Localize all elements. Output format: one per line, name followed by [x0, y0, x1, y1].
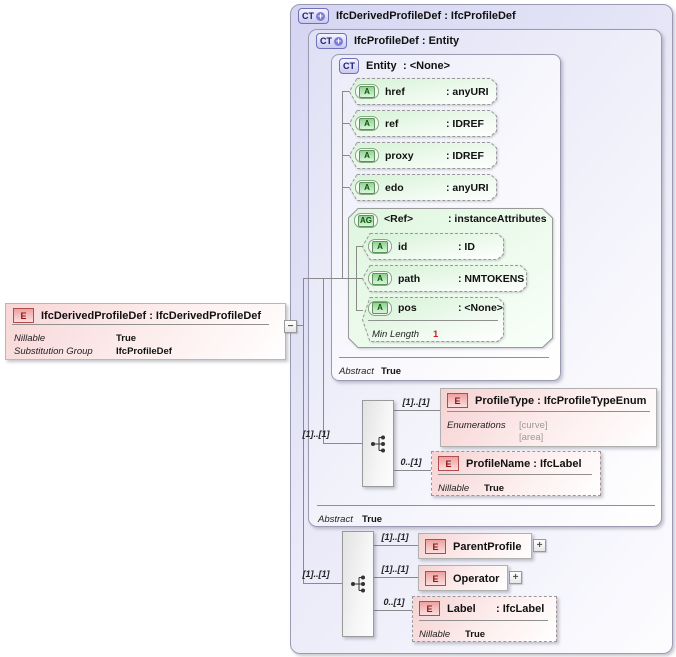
attribute-badge: A [355, 148, 379, 163]
sequence-icon [370, 435, 385, 452]
element-badge: E [425, 539, 446, 554]
attribute-badge: A [355, 84, 379, 99]
trunk-entity-attrs [342, 91, 343, 279]
connector-attributes [304, 278, 363, 279]
element-title: Operator [453, 572, 500, 585]
entity-name: Entity [366, 60, 397, 72]
trunk-main [303, 278, 304, 584]
attribute-badge: A [368, 271, 392, 286]
stub-proxy [343, 155, 350, 156]
connector-seq1-profilename [392, 470, 431, 471]
abstract-label: Abstract [339, 366, 374, 377]
facet-minlength-label: Min Length [372, 329, 420, 340]
abstract-value: True [362, 514, 383, 525]
element-title: ProfileType : IfcProfileTypeEnum [475, 394, 647, 407]
attribute-group-badge: AG [354, 213, 378, 228]
enumerations-label: Enumerations [447, 420, 506, 431]
ct-plus-icon: + [316, 11, 325, 21]
attribute-badge: A [368, 300, 392, 316]
attribute-badge: A [355, 180, 379, 195]
cardinality-profilename: 0..[1] [400, 457, 422, 467]
element-badge: E [419, 601, 440, 616]
prop-nillable-label: Nillable [14, 333, 46, 344]
element-badge: E [13, 308, 34, 323]
complextype-badge[interactable]: CT + [298, 8, 329, 24]
element-title: ProfileName : IfcLabel [466, 457, 582, 470]
element-badge: E [425, 571, 446, 586]
enum-value: [curve] [519, 420, 548, 431]
trunk-seq1 [323, 279, 324, 443]
entity-base-type: : <None> [403, 60, 451, 72]
cardinality-profiletype: [1]..[1] [402, 397, 430, 407]
stub-edo [343, 187, 350, 188]
root-element-title: IfcDerivedProfileDef : IfcDerivedProfile… [41, 309, 262, 322]
element-parentprofile[interactable]: E ParentProfile [418, 533, 532, 559]
prop-nillable-value: True [116, 333, 137, 344]
connector-seq2-parentprofile [372, 545, 418, 546]
element-name: Label [447, 602, 476, 615]
complextype-badge[interactable]: CT [339, 58, 359, 74]
attribute-href: A href : anyURI [349, 78, 497, 105]
nillable-label: Nillable [438, 483, 470, 494]
stub-ref [343, 123, 350, 124]
nillable-value: True [484, 483, 505, 494]
trunk-refgroup-attrs [356, 246, 357, 310]
cardinality-seq2-in: [1]..[1] [302, 569, 330, 579]
enum-value: [area] [519, 432, 544, 443]
connector-seq2-in [304, 583, 342, 584]
attribute-id: A id : ID [362, 233, 504, 260]
attribute-path: A path : NMTOKENS [362, 265, 527, 292]
root-element-box[interactable]: E IfcDerivedProfileDef : IfcDerivedProfi… [5, 303, 286, 360]
cardinality-label: 0..[1] [383, 597, 405, 607]
attribute-group-name: <Ref> [384, 213, 414, 225]
prop-substitution-group-label: Substitution Group [14, 346, 93, 357]
sequence-compositor[interactable] [342, 531, 374, 637]
attribute-ref: A ref : IDREF [349, 110, 497, 137]
sequence-compositor[interactable] [362, 400, 394, 487]
ct-plus-icon: + [334, 36, 343, 46]
connector-seq2-label [372, 610, 412, 611]
connector-root-to-content [296, 325, 304, 326]
element-profilename[interactable]: E ProfileName : IfcLabel Nillable True [431, 451, 601, 496]
attribute-pos: A pos : <None> Min Length 1 [362, 297, 504, 342]
element-profiletype[interactable]: E ProfileType : IfcProfileTypeEnum Enume… [440, 388, 657, 447]
element-label[interactable]: E Label : IfcLabel Nillable True [412, 596, 557, 642]
connector-seq1-profiletype [392, 410, 440, 411]
abstract-label: Abstract [318, 514, 353, 525]
stub-href [343, 91, 350, 92]
attribute-badge: A [355, 116, 379, 131]
stub-id [356, 246, 363, 247]
collapse-minus-icon[interactable]: − [284, 320, 297, 333]
nillable-label: Nillable [419, 629, 451, 640]
profiledef-container-title: IfcProfileDef : Entity [354, 35, 460, 47]
element-operator[interactable]: E Operator [418, 565, 508, 591]
attribute-group-type: : instanceAttributes [448, 213, 547, 225]
element-badge: E [447, 393, 468, 408]
stub-pos [356, 310, 363, 311]
sequence-icon [350, 575, 365, 593]
nillable-value: True [465, 629, 486, 640]
abstract-value: True [381, 366, 402, 377]
expand-plus-icon[interactable]: + [533, 539, 546, 552]
connector-seq1-in [323, 443, 362, 444]
cardinality-seq1-in: [1]..[1] [302, 429, 330, 439]
cardinality-parentprofile: [1]..[1] [381, 532, 409, 542]
complextype-badge[interactable]: CT + [316, 33, 347, 49]
attribute-proxy: A proxy : IDREF [349, 142, 497, 169]
outer-container-title: IfcDerivedProfileDef : IfcProfileDef [336, 10, 516, 22]
attribute-badge: A [368, 239, 392, 254]
connector-seq2-operator [372, 577, 418, 578]
attribute-edo: A edo : anyURI [349, 174, 497, 201]
expand-plus-icon[interactable]: + [509, 571, 522, 584]
prop-substitution-group-value: IfcProfileDef [116, 346, 172, 357]
element-type: : IfcLabel [496, 602, 545, 615]
facet-minlength-value: 1 [433, 329, 439, 340]
element-title: ParentProfile [453, 540, 522, 553]
element-badge: E [438, 456, 459, 471]
cardinality-operator: [1]..[1] [381, 564, 409, 574]
